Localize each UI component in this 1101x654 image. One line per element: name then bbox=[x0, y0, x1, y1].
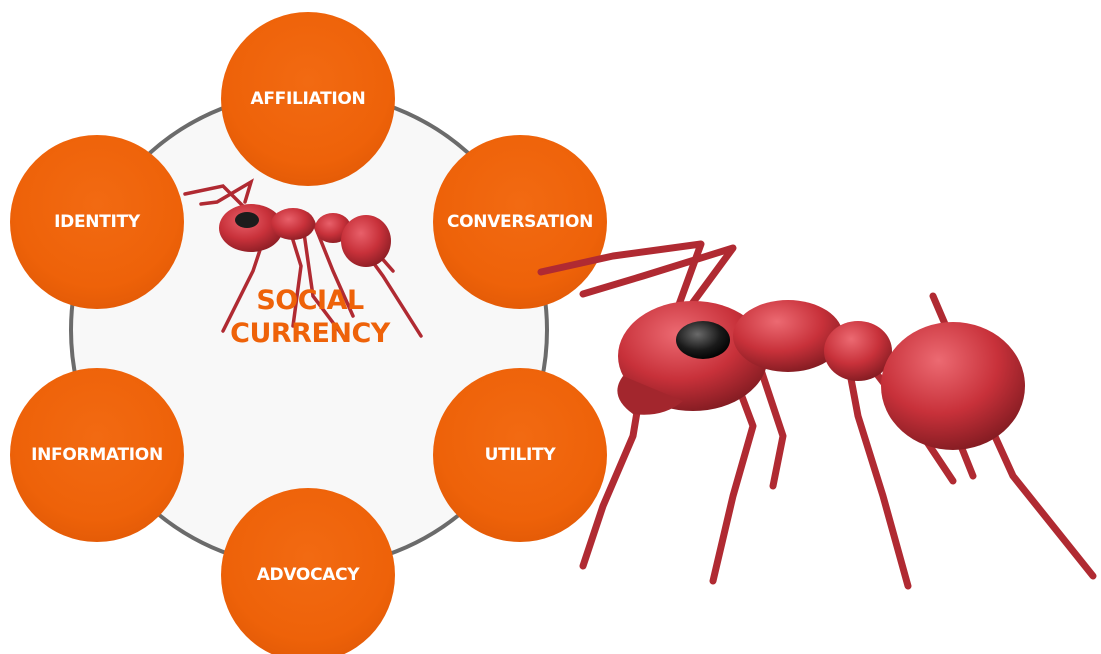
node-affiliation-label: AFFILIATION bbox=[250, 89, 366, 109]
center-title: SOCIAL CURRENCY bbox=[222, 284, 398, 350]
node-information: INFORMATION bbox=[10, 368, 184, 542]
large-ant-icon bbox=[537, 240, 1097, 590]
node-affiliation: AFFILIATION bbox=[221, 12, 395, 186]
node-conversation: CONVERSATION bbox=[433, 135, 607, 309]
node-identity-label: IDENTITY bbox=[54, 212, 140, 232]
node-utility: UTILITY bbox=[433, 368, 607, 542]
center-title-line1: SOCIAL bbox=[256, 285, 364, 316]
node-information-label: INFORMATION bbox=[31, 445, 163, 465]
node-utility-label: UTILITY bbox=[484, 445, 556, 465]
node-identity: IDENTITY bbox=[10, 135, 184, 309]
node-advocacy-label: ADVOCACY bbox=[256, 565, 360, 585]
node-advocacy: ADVOCACY bbox=[221, 488, 395, 654]
center-title-line2: CURRENCY bbox=[230, 318, 390, 349]
small-ant-icon bbox=[183, 178, 423, 338]
node-conversation-label: CONVERSATION bbox=[446, 212, 594, 232]
